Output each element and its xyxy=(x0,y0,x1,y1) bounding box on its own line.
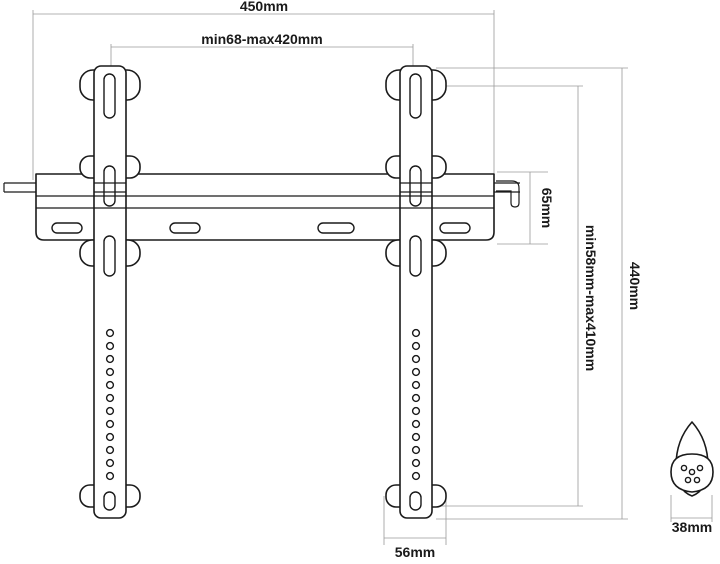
rail-slot xyxy=(169,222,201,234)
arm-holes xyxy=(105,328,115,481)
vesa-vertical-label: min58mm-max410mm xyxy=(583,225,599,371)
side-profile-view xyxy=(670,421,714,497)
overall-height-label: 440mm xyxy=(627,262,643,310)
right-vertical-arm xyxy=(385,65,447,519)
rail-height-label: 65mm xyxy=(539,188,555,228)
rail-slot xyxy=(439,222,471,234)
vesa-horizontal-label: min68-max420mm xyxy=(201,31,322,47)
arm-holes xyxy=(411,328,421,481)
rail-overlap-lines xyxy=(94,182,432,209)
dimension-lines xyxy=(32,10,713,545)
arm-width-label: 56mm xyxy=(395,544,435,560)
left-vertical-arm xyxy=(79,65,141,519)
depth-label: 38mm xyxy=(672,519,712,535)
overall-width-label: 450mm xyxy=(240,0,288,14)
rail-slot xyxy=(51,222,83,234)
rail-slot xyxy=(317,222,355,234)
